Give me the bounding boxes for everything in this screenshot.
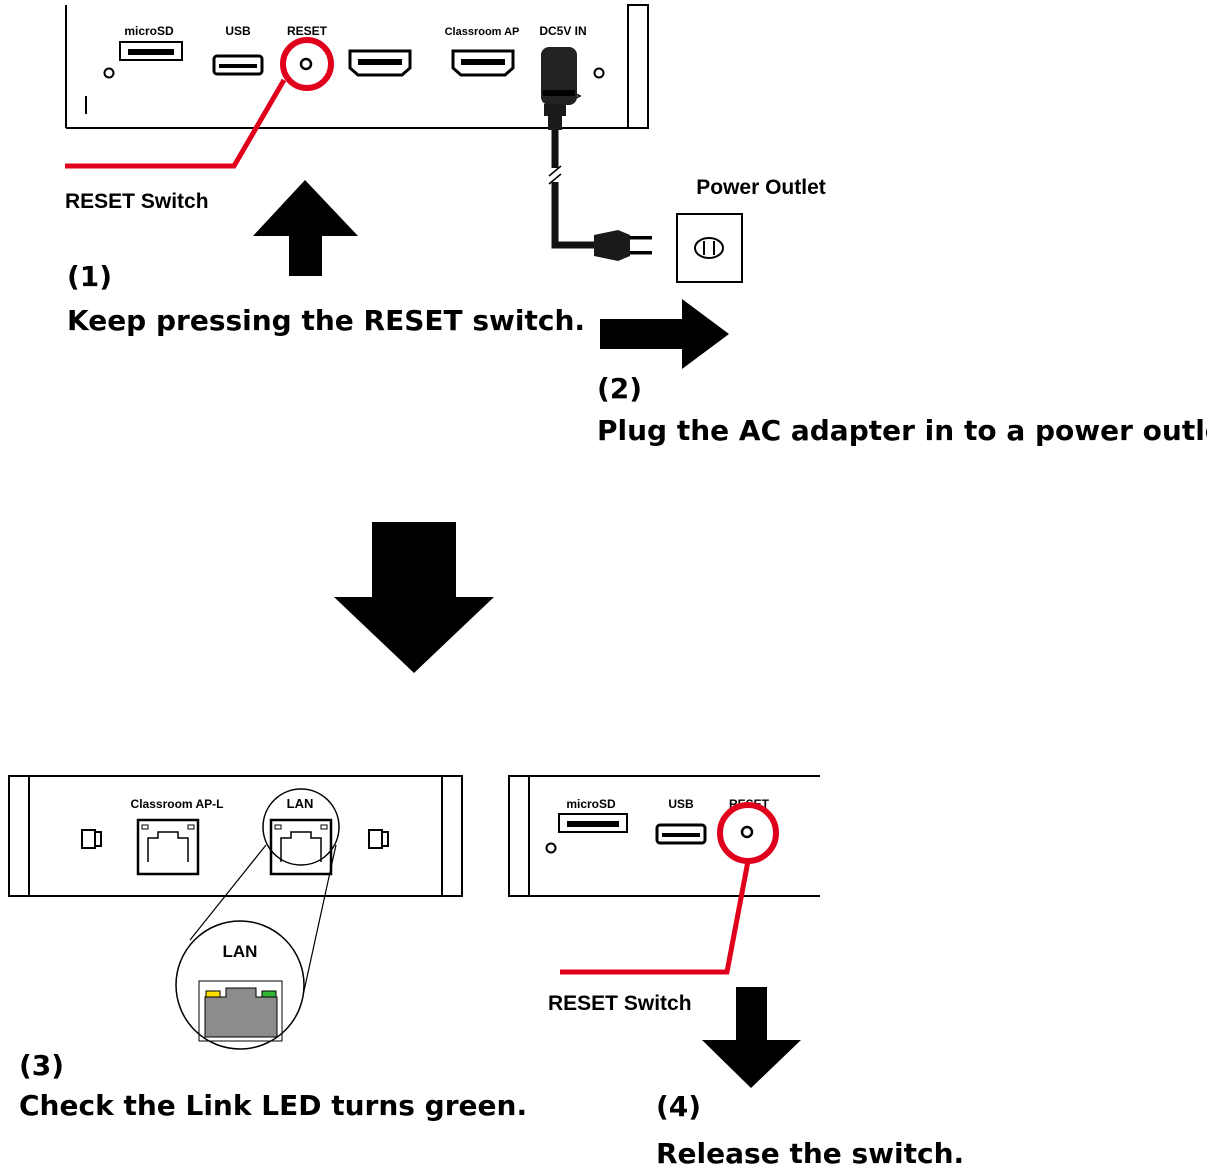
power-outlet-icon bbox=[676, 213, 743, 283]
top-reset-switch-label: RESET Switch bbox=[65, 190, 209, 213]
link-led-green-icon bbox=[261, 990, 277, 998]
reset-highlight-circle bbox=[280, 37, 334, 91]
bottom-reset-callout-line bbox=[560, 860, 751, 975]
lan-highlight-circle bbox=[262, 788, 340, 866]
lan-zoom-view bbox=[175, 920, 305, 1050]
reset-label: RESET bbox=[287, 24, 328, 38]
step1-text: Keep pressing the RESET switch. bbox=[67, 304, 585, 337]
classroom-ap-l-label: Classroom AP-L bbox=[131, 797, 224, 811]
arrow-down-large-icon bbox=[334, 522, 494, 673]
step2-text: Plug the AC adapter in to a power outlet… bbox=[597, 414, 1207, 447]
usb-label: USB bbox=[225, 24, 251, 38]
bottom-reset-switch-label: RESET Switch bbox=[548, 992, 692, 1015]
step3-text: Check the Link LED turns green. bbox=[19, 1089, 527, 1122]
link-led-yellow-icon bbox=[205, 990, 221, 998]
lan-port-icon bbox=[269, 818, 333, 876]
zoom-guide-line bbox=[189, 844, 267, 941]
microsd-label: microSD bbox=[124, 24, 174, 38]
bottom-reset-highlight-circle bbox=[717, 802, 779, 864]
step4-number: (4) bbox=[656, 1090, 701, 1123]
arrow-down-icon bbox=[702, 987, 801, 1088]
bottom-microsd-slot-icon bbox=[558, 813, 628, 833]
bottom-reset-hole-icon bbox=[740, 825, 754, 839]
step1-number: (1) bbox=[67, 260, 112, 293]
arrow-up-icon bbox=[253, 180, 358, 276]
lan-zoom-label: LAN bbox=[223, 942, 258, 961]
bottom-usb-port-icon bbox=[655, 823, 707, 845]
arrow-right-icon bbox=[600, 299, 729, 369]
bottom-usb-label: USB bbox=[668, 797, 694, 811]
step2-number: (2) bbox=[597, 372, 642, 405]
classroom-ap-l-lan-port-icon bbox=[136, 818, 200, 876]
lan-label: LAN bbox=[287, 796, 314, 811]
reset-hole-icon bbox=[299, 57, 313, 71]
classroom-ap-port-icon bbox=[451, 49, 515, 77]
side-connector-icon bbox=[368, 829, 389, 849]
classroom-ap-label: Classroom AP bbox=[445, 26, 520, 38]
dc5v-in-label: DC5V IN bbox=[539, 24, 586, 38]
bottom-left-device-panel bbox=[8, 775, 463, 897]
reset-callout-line bbox=[65, 78, 287, 169]
screw-hole-icon bbox=[593, 67, 605, 79]
step3-number: (3) bbox=[19, 1049, 64, 1082]
ac-adapter-plug-icon bbox=[541, 47, 652, 261]
power-outlet-label: Power Outlet bbox=[696, 176, 826, 199]
microsd-slot-icon bbox=[119, 41, 183, 61]
bottom-right-device-panel bbox=[508, 775, 820, 897]
side-connector-icon bbox=[81, 829, 102, 849]
step4-text: Release the switch. bbox=[656, 1137, 964, 1170]
usb-port-icon bbox=[212, 54, 264, 76]
screw-hole-icon bbox=[103, 67, 115, 79]
hdmi-port-icon bbox=[348, 49, 412, 77]
screw-hole-icon bbox=[545, 842, 557, 854]
bottom-microsd-label: microSD bbox=[566, 797, 616, 811]
zoom-guide-line bbox=[301, 844, 337, 1001]
